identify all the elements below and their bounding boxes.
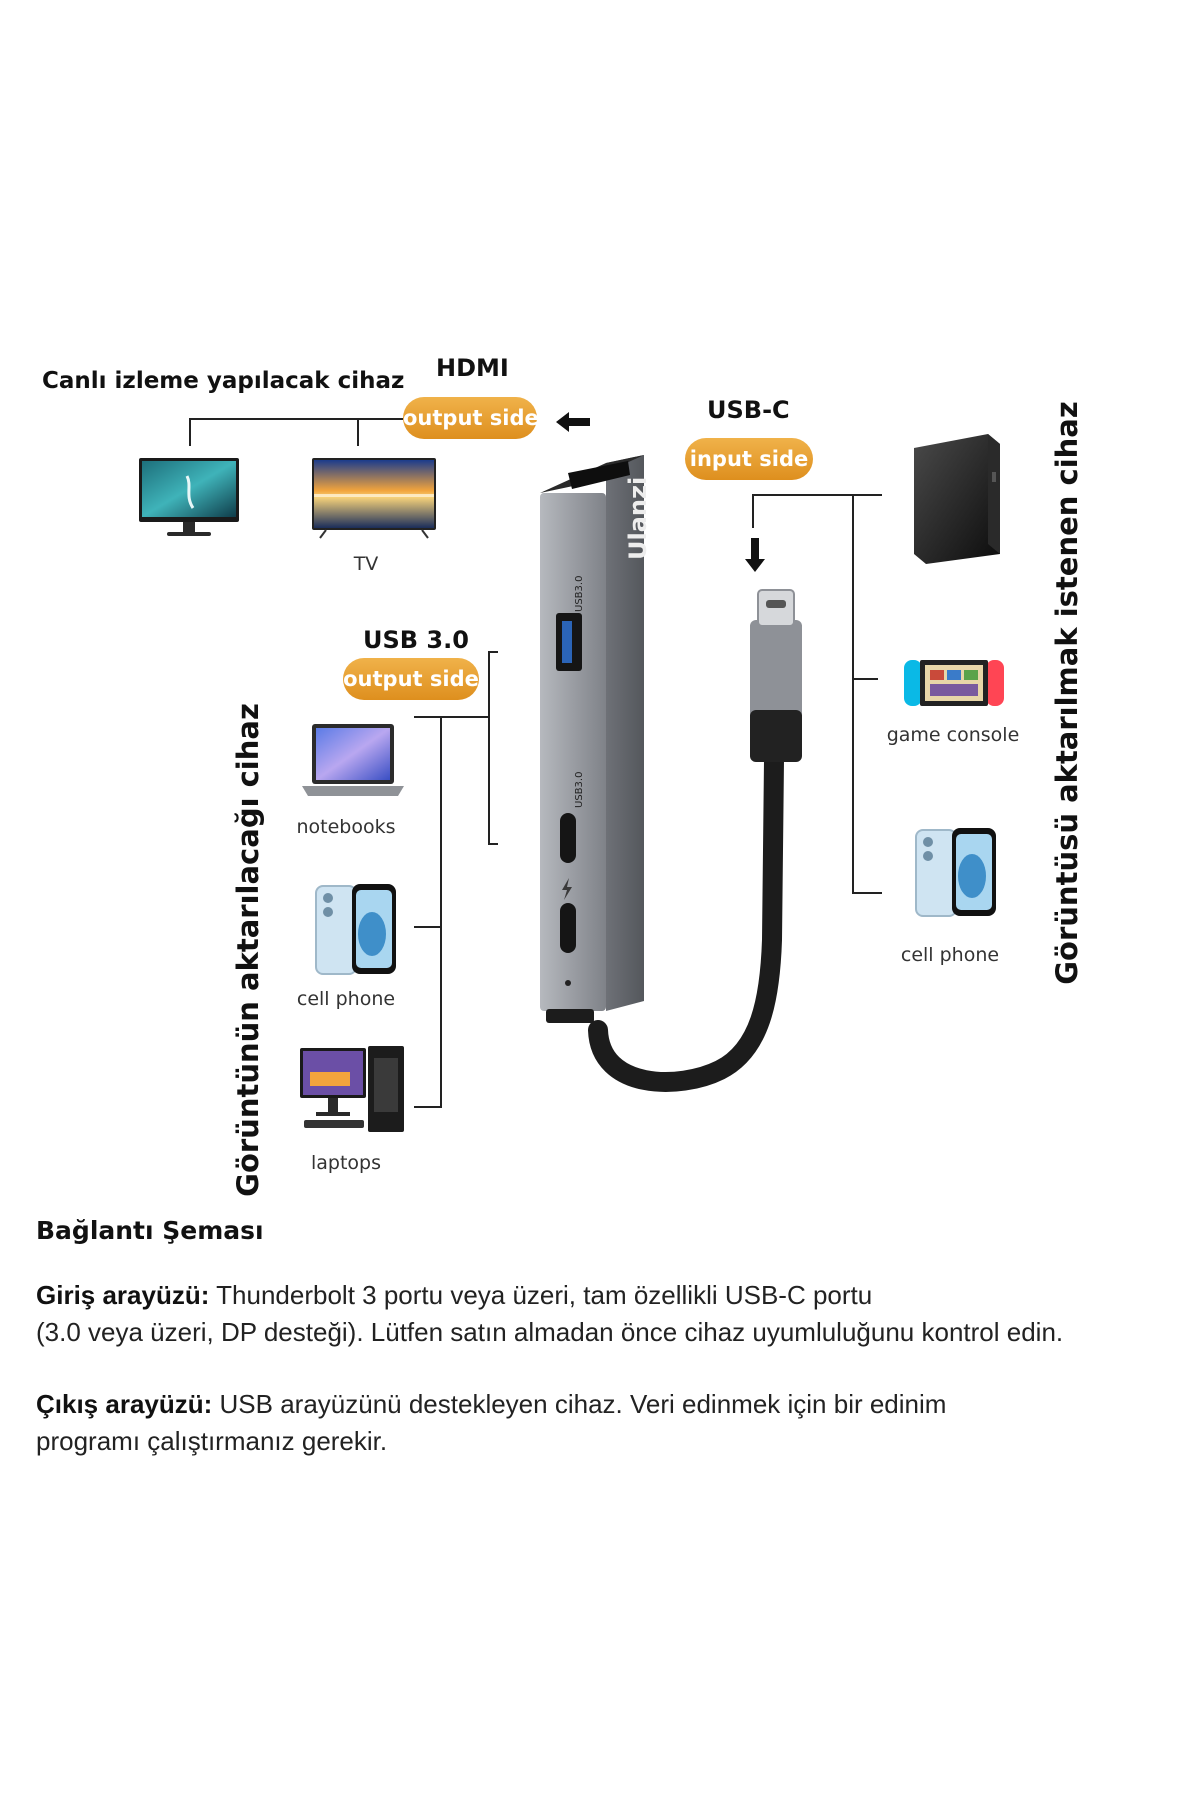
output-interface-text-2: programı çalıştırmanız gerekir. bbox=[36, 1426, 388, 1456]
hub-brand-label: Ulanzi bbox=[624, 476, 652, 560]
bracket-line bbox=[189, 418, 191, 446]
cell-phone-left-image bbox=[315, 884, 396, 975]
output-interface-text-1: USB arayüzünü destekleyen cihaz. Veri ed… bbox=[212, 1389, 947, 1419]
live-view-device-title: Canlı izleme yapılacak cihaz bbox=[42, 368, 405, 394]
tv-label: TV bbox=[353, 553, 379, 575]
bracket-line bbox=[752, 494, 882, 496]
arrow-down-icon bbox=[745, 538, 765, 572]
bracket-line bbox=[852, 892, 882, 894]
cell-phone-left-label: cell phone bbox=[296, 988, 396, 1010]
laptops-label: laptops bbox=[310, 1152, 382, 1174]
bracket-line bbox=[488, 843, 498, 845]
input-interface-text-2: (3.0 veya üzeri, DP desteği). Lütfen sat… bbox=[36, 1317, 1064, 1347]
source-device-vertical-label: Görüntüsü aktarılmak istenen cihaz bbox=[1050, 401, 1084, 985]
cell-phone-right-label: cell phone bbox=[900, 944, 1000, 966]
capture-box-image bbox=[914, 434, 1000, 564]
arrow-left-icon bbox=[556, 412, 590, 432]
notebook-image bbox=[302, 724, 404, 796]
target-device-vertical-label: Görüntünün aktarılacağı cihaz bbox=[231, 703, 265, 1197]
tv-image bbox=[312, 458, 436, 539]
notebooks-label: notebooks bbox=[296, 816, 396, 838]
hdmi-output-badge: output side bbox=[403, 397, 539, 439]
usb3-output-badge: output side bbox=[343, 658, 479, 700]
bracket-line bbox=[414, 1106, 442, 1108]
bracket-line bbox=[488, 651, 498, 653]
bracket-line bbox=[414, 926, 442, 928]
input-interface-label: Giriş arayüzü: bbox=[36, 1280, 210, 1310]
connection-diagram-title: Bağlantı Şeması bbox=[36, 1216, 264, 1245]
bracket-line bbox=[752, 494, 754, 528]
usbc-title: USB-C bbox=[707, 396, 790, 424]
game-console-image bbox=[904, 660, 1004, 706]
lightning-icon bbox=[562, 878, 572, 900]
usb3-title: USB 3.0 bbox=[363, 626, 469, 654]
hdmi-title: HDMI bbox=[436, 354, 509, 382]
usb-hub-image bbox=[540, 455, 644, 1023]
monitor-image bbox=[139, 458, 239, 536]
usbc-cable-image bbox=[588, 589, 802, 1092]
bracket-line bbox=[852, 494, 854, 894]
usbc-input-badge: input side bbox=[685, 438, 813, 480]
bracket-line bbox=[414, 716, 490, 718]
bracket-line bbox=[189, 418, 403, 420]
laptops-image bbox=[300, 1046, 404, 1132]
output-interface-label: Çıkış arayüzü: bbox=[36, 1389, 213, 1419]
bracket-line bbox=[357, 418, 359, 446]
input-interface-paragraph: Giriş arayüzü: Thunderbolt 3 portu veya … bbox=[36, 1277, 1166, 1351]
bracket-line bbox=[440, 716, 442, 1108]
cell-phone-right-image bbox=[915, 828, 996, 917]
game-console-label: game console bbox=[886, 724, 1020, 746]
bracket-line bbox=[852, 678, 878, 680]
input-interface-text-1: Thunderbolt 3 portu veya üzeri, tam özel… bbox=[209, 1280, 873, 1310]
output-interface-paragraph: Çıkış arayüzü: USB arayüzünü destekleyen… bbox=[36, 1386, 1166, 1460]
bracket-line bbox=[488, 651, 490, 845]
